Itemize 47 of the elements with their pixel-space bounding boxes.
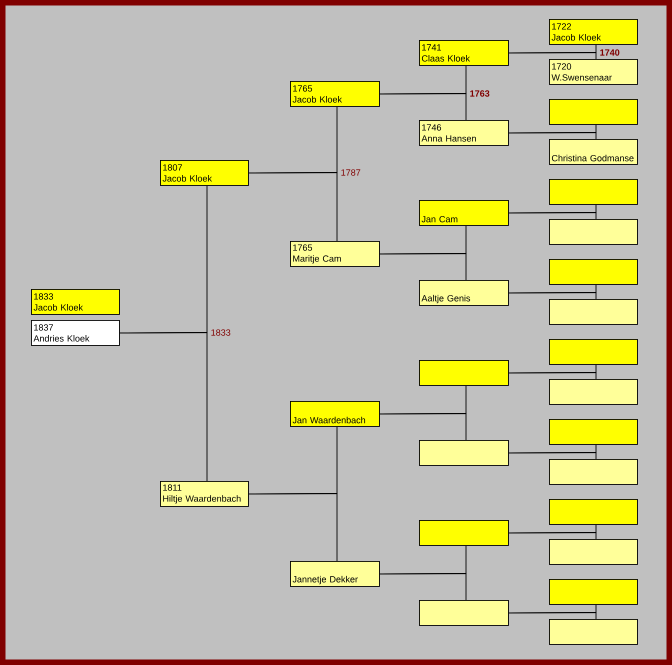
person-box: 1765 Jacob Kloek: [290, 81, 380, 107]
person-box: [419, 600, 509, 626]
person-box: 1722 Jacob Kloek: [549, 19, 638, 45]
person-box: [549, 459, 638, 485]
person-box: [549, 179, 638, 205]
person-box: [549, 299, 638, 325]
person-box: [549, 579, 638, 605]
connector-line: [508, 532, 596, 540]
connector-line: [508, 292, 596, 300]
connector-line: [508, 452, 596, 460]
connector-line: [508, 52, 596, 60]
person-box: 1833 Jacob Kloek: [31, 289, 120, 315]
connector-line: [119, 332, 208, 482]
person-box: [419, 440, 509, 466]
person-box: Christina Godmanse: [549, 139, 638, 165]
connector-line: [508, 212, 596, 220]
connector-line: [379, 413, 466, 440]
person-box: 1741 Claas Kloek: [419, 40, 509, 66]
connector-line: [508, 372, 596, 380]
person-box: [549, 99, 638, 125]
person-box: [549, 259, 638, 285]
connector-line: [379, 253, 466, 280]
connector-line: [508, 612, 596, 620]
person-box: [549, 539, 638, 565]
person-box: 1765 Maritje Cam: [290, 241, 380, 267]
person-box: [419, 520, 509, 546]
person-box: [419, 360, 509, 386]
person-box: [549, 339, 638, 365]
person-box: Aaltje Genis: [419, 280, 509, 306]
person-box: [549, 379, 638, 405]
person-box: 1746 Anna Hansen: [419, 120, 509, 146]
connector-line: [379, 93, 466, 120]
person-box: Jan Waardenbach: [290, 401, 380, 427]
connector-line: [508, 132, 596, 140]
person-box: [549, 219, 638, 245]
person-box: [549, 499, 638, 525]
connector-line: [379, 573, 466, 600]
person-box: Jannetje Dekker: [290, 561, 380, 587]
person-box: Jan Cam: [419, 200, 509, 226]
person-box: [549, 619, 638, 645]
person-box: 1811 Hiltje Waardenbach: [160, 481, 249, 507]
person-box: 1720 W.Swensenaar: [549, 59, 638, 85]
person-box: [549, 419, 638, 445]
person-box: 1837 Andries Kloek: [31, 320, 120, 346]
person-box: 1807 Jacob Kloek: [160, 160, 249, 186]
connector-line: [248, 172, 338, 242]
connector-line: [248, 493, 338, 562]
